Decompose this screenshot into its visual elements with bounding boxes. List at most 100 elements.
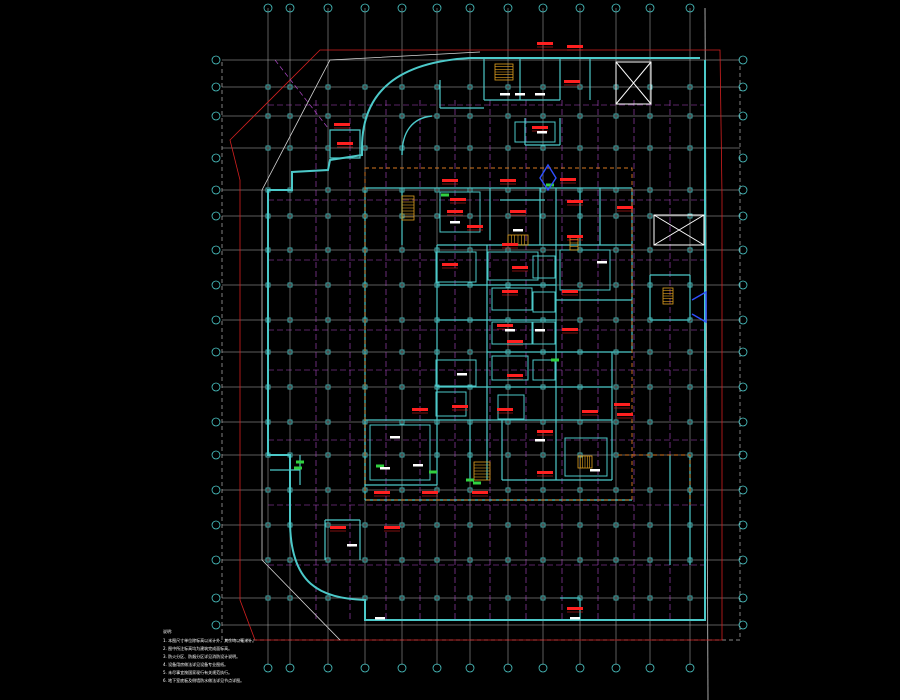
column [399, 282, 405, 288]
column [687, 84, 693, 90]
room-tag-red [512, 266, 528, 269]
axis-bubble-top [611, 3, 621, 13]
axis-bubble-left [211, 555, 221, 565]
column [287, 384, 293, 390]
column [287, 213, 293, 219]
axis-bubble-left [211, 450, 221, 460]
column [577, 487, 583, 493]
column [540, 247, 546, 253]
axis-bubble-bottom [360, 663, 370, 673]
room-tag-red [442, 263, 458, 266]
room-tag-red [452, 405, 468, 408]
column [467, 213, 473, 219]
notes-line-6: 5. 未尽事宜按国家现行有关规范执行。 [163, 669, 232, 675]
column [325, 282, 331, 288]
column [647, 384, 653, 390]
room-tag-red [442, 179, 458, 182]
room-tag-red [567, 607, 583, 610]
column [540, 522, 546, 528]
column [577, 145, 583, 151]
column [505, 145, 511, 151]
column [325, 595, 331, 601]
column [687, 213, 693, 219]
room-tag-red [472, 491, 488, 494]
room [532, 321, 556, 345]
axis-bubble-left [211, 82, 221, 92]
column [325, 213, 331, 219]
axis-bubble-left [211, 55, 221, 65]
column [687, 384, 693, 390]
column [613, 282, 619, 288]
notes-line-4: 3. 防火分区、防烟分区详见消防设计说明。 [163, 653, 240, 659]
shafts [615, 61, 705, 246]
axis-bubble-bottom [575, 663, 585, 673]
column [577, 282, 583, 288]
room-tag-red [502, 243, 518, 246]
room-tag-red [537, 430, 553, 433]
axis-bubbles [211, 3, 748, 673]
column [505, 213, 511, 219]
column [540, 213, 546, 219]
room [491, 355, 529, 381]
axis-bubble-left [211, 382, 221, 392]
column [434, 522, 440, 528]
axis-bubble-top [645, 3, 655, 13]
column [399, 317, 405, 323]
column [647, 84, 653, 90]
column [687, 187, 693, 193]
axis-bubble-bottom [465, 663, 475, 673]
room-tag-red [502, 290, 518, 293]
axis-bubble-top [397, 3, 407, 13]
room-tag-red [510, 210, 526, 213]
axis-bubble-top [360, 3, 370, 13]
room-tag-white [347, 544, 357, 547]
column [540, 145, 546, 151]
column [287, 282, 293, 288]
room-tag-green [296, 460, 304, 464]
room-tag-green [376, 464, 384, 468]
axis-bubble-right [738, 55, 748, 65]
axis-bubble-left [211, 315, 221, 325]
column [577, 317, 583, 323]
column [687, 113, 693, 119]
axis-bubble-bottom [397, 663, 407, 673]
room-tag-red [567, 235, 583, 238]
column [540, 557, 546, 563]
axis-bubble-left [211, 211, 221, 221]
room-tag-red [497, 324, 513, 327]
column [399, 247, 405, 253]
room-tag-red [450, 198, 466, 201]
room-tag-red [412, 408, 428, 411]
column [505, 487, 511, 493]
room [564, 437, 608, 477]
room-tag-white [515, 93, 525, 96]
axis-bubble-bottom [685, 663, 695, 673]
column [265, 595, 271, 601]
room-tag-red [337, 142, 353, 145]
room-tag-white [375, 617, 385, 620]
stair [473, 461, 491, 481]
notes-line-7: 6. 地下室底板及侧墙防水做法详见节点详图。 [163, 677, 244, 683]
room [487, 251, 539, 281]
room [435, 251, 477, 283]
column [325, 452, 331, 458]
axis-bubble-bottom [645, 663, 655, 673]
column [265, 487, 271, 493]
column [399, 487, 405, 493]
column [265, 84, 271, 90]
column [540, 452, 546, 458]
axis-bubble-left [211, 620, 221, 630]
column [399, 384, 405, 390]
column [577, 522, 583, 528]
room [435, 391, 467, 417]
column [434, 84, 440, 90]
column [613, 113, 619, 119]
column [265, 113, 271, 119]
column [434, 213, 440, 219]
axis-bubble-right [738, 111, 748, 121]
axis-bubble-right [738, 82, 748, 92]
axis-bubble-left [211, 485, 221, 495]
column [325, 557, 331, 563]
